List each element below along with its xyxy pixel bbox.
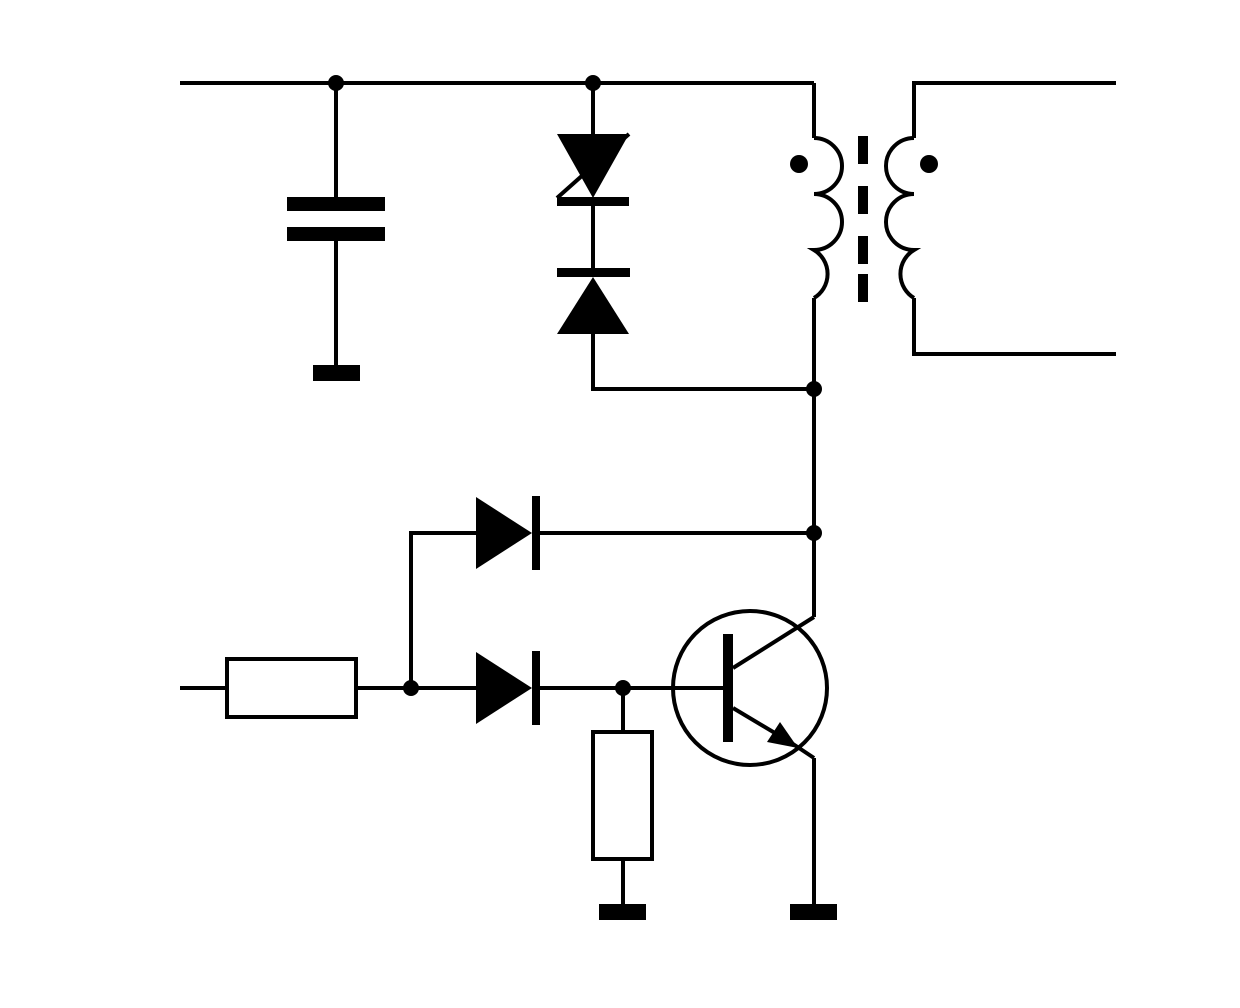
- capacitor: [287, 83, 385, 366]
- junction-dot: [403, 680, 419, 696]
- clamp-diode: [557, 268, 814, 391]
- base-diode: [476, 651, 727, 725]
- ground-symbol-emitter: [790, 904, 837, 920]
- junction-dot: [806, 381, 822, 397]
- secondary-polarity-dot: [920, 155, 938, 173]
- input-resistor: [180, 657, 476, 719]
- transformer-core: [858, 136, 868, 164]
- junction-dot: [585, 75, 601, 91]
- feedback-diode: [409, 496, 814, 688]
- junction-dot: [328, 75, 344, 91]
- emitter-arrow: [767, 722, 798, 748]
- transistor-base-bar: [723, 634, 733, 742]
- npn-transistor: [671, 609, 829, 906]
- ground-symbol-capacitor: [313, 365, 360, 381]
- primary-polarity-dot: [790, 155, 808, 173]
- transistor-collector: [731, 615, 816, 670]
- zener-diode: [555, 83, 631, 271]
- ground-symbol-resistor: [599, 904, 646, 920]
- base-resistor: [591, 688, 654, 906]
- transformer: [790, 81, 1116, 617]
- junction-dot: [806, 525, 822, 541]
- junction-dot: [615, 680, 631, 696]
